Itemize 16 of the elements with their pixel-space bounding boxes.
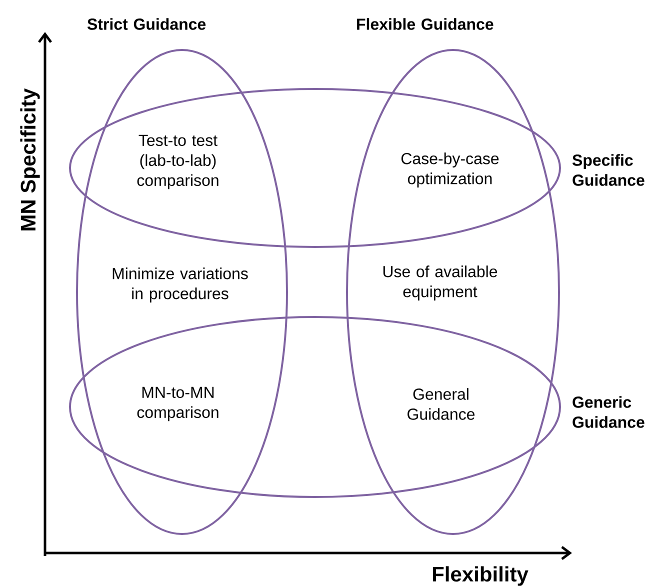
ellipse	[69, 316, 561, 498]
group-heading: Specific Guidance	[572, 154, 644, 186]
ellipse	[69, 88, 561, 248]
region-label: General Guidance	[408, 388, 475, 420]
ellipse	[346, 49, 560, 535]
region-label: MN-to-MN comparison	[137, 386, 218, 422]
group-heading: Strict Guidance	[87, 18, 206, 30]
region-label: Test-to test (lab-to-lab) comparison	[137, 134, 218, 190]
region-label: Minimize variations in procedures	[112, 268, 248, 302]
axis-title: MN Specificity	[20, 88, 40, 230]
region-label: Use of available equipment	[383, 266, 498, 300]
ellipse	[76, 49, 288, 535]
group-heading: Flexible Guidance	[357, 18, 494, 30]
axis-title: Flexibility	[432, 566, 528, 586]
group-heading: Generic Guidance	[572, 396, 644, 428]
region-label: Case-by-case optimization	[401, 152, 499, 188]
